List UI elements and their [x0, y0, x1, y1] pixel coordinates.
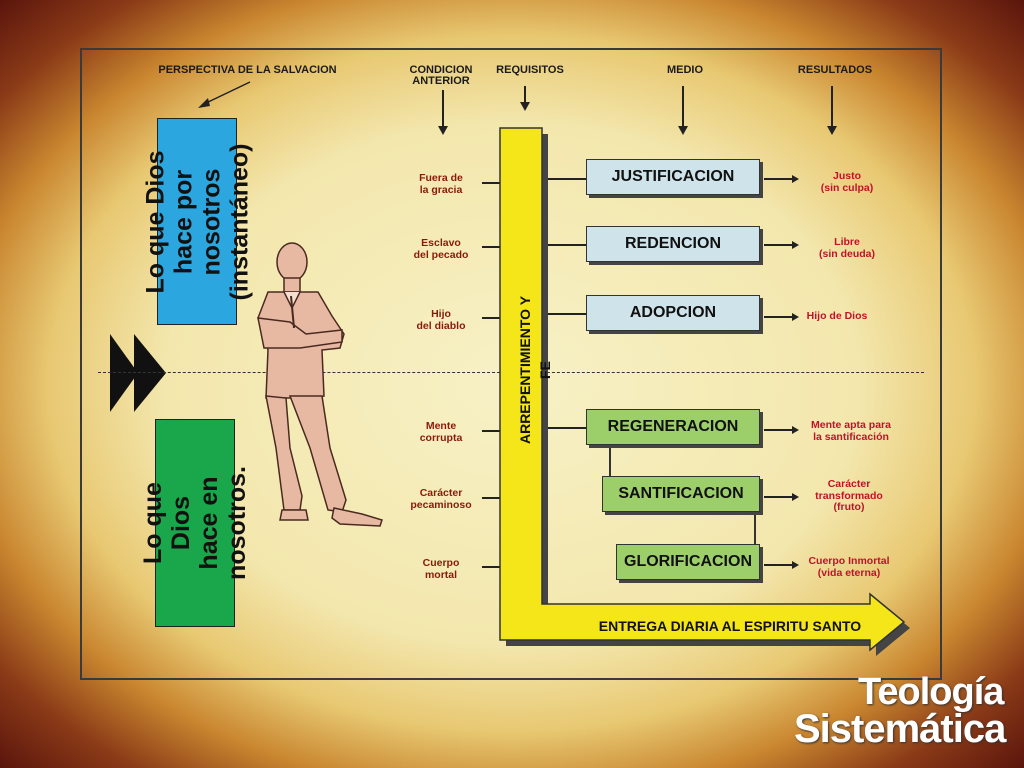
header-requirements: REQUISITOS: [496, 64, 564, 76]
daily-surrender-label: ENTREGA DIARIA AL ESPIRITU SANTO: [598, 618, 862, 634]
means-box: SANTIFICACION: [602, 476, 760, 512]
result-item: Cuerpo Inmortal (vida eterna): [808, 555, 890, 579]
requirements-arrow-icon: [520, 102, 530, 111]
means-box: ADOPCION: [586, 295, 760, 331]
condition-arrow-line: [442, 90, 444, 126]
condition-item: Esclavo del pecado: [413, 237, 469, 261]
means-arrow-line: [682, 86, 684, 126]
results-arrow-line: [831, 86, 833, 126]
perspective-in-us-box: Lo que Dios hace en nosotros.: [139, 419, 251, 627]
means-arrow-icon: [678, 126, 688, 135]
double-chevron-icon: [110, 334, 166, 412]
requirements-l-arrow: [499, 127, 910, 656]
means-box: JUSTIFICACION: [586, 159, 760, 195]
condition-item: Carácter pecaminoso: [410, 487, 472, 511]
means-box: REGENERACION: [586, 409, 760, 445]
header-results: RESULTADOS: [797, 64, 873, 76]
result-arrow-line: [764, 244, 794, 246]
diagram-frame: [80, 48, 942, 680]
means-connector: [548, 244, 586, 246]
condition-connector: [482, 566, 502, 568]
result-item: Hijo de Dios: [806, 310, 868, 322]
result-arrow-icon: [792, 175, 799, 183]
result-arrow-line: [764, 178, 794, 180]
result-arrow-line: [764, 316, 794, 318]
condition-item: Mente corrupta: [419, 420, 463, 444]
result-item: Justo (sin culpa): [820, 170, 874, 194]
condition-connector: [482, 430, 502, 432]
result-arrow-icon: [792, 313, 799, 321]
man-figure-icon: [257, 242, 383, 527]
requirements-arrow-line: [524, 86, 526, 102]
result-item: Carácter transformado (fruto): [815, 478, 883, 513]
santif-glorif-connector: [754, 512, 756, 544]
regen-santif-connector: [609, 445, 611, 495]
requirement-label: ARREPENTIMIENTO Y FE: [517, 295, 553, 445]
perspective-in-us-label: Lo que Dios hace en nosotros.: [139, 466, 251, 580]
result-arrow-icon: [792, 561, 799, 569]
result-item: Mente apta para la santificación: [811, 419, 891, 443]
condition-item: Fuera de la gracia: [419, 172, 463, 196]
perspective-arrow-icon: [198, 81, 251, 108]
condition-item: Cuerpo mortal: [422, 557, 460, 581]
means-box: GLORIFICACION: [616, 544, 760, 580]
result-arrow-icon: [792, 426, 799, 434]
condition-connector: [482, 317, 502, 319]
means-box: REDENCION: [586, 226, 760, 262]
result-item: Libre (sin deuda): [818, 236, 875, 260]
perspective-for-us-box: Lo que Dios hace por nosotros (instantán…: [141, 118, 253, 325]
header-perspective: PERSPECTIVA DE LA SALVACION: [158, 64, 337, 76]
result-arrow-icon: [792, 241, 799, 249]
result-arrow-icon: [792, 493, 799, 501]
condition-item: Hijo del diablo: [416, 308, 466, 332]
means-connector: [548, 427, 586, 429]
means-connector: [548, 313, 586, 315]
condition-connector: [482, 246, 502, 248]
perspective-for-us-label: Lo que Dios hace por nosotros (instantán…: [141, 143, 253, 300]
condition-connector: [482, 182, 502, 184]
logo-line-1: Teología: [858, 671, 1004, 713]
logo-line-2: Sistemática: [794, 707, 1006, 751]
results-arrow-icon: [827, 126, 837, 135]
result-arrow-line: [764, 429, 794, 431]
condition-arrow-icon: [438, 126, 448, 135]
header-prior-condition: CONDICION ANTERIOR: [409, 64, 473, 87]
header-means: MEDIO: [666, 64, 704, 76]
result-arrow-line: [764, 564, 794, 566]
means-connector: [548, 178, 586, 180]
condition-connector: [482, 497, 502, 499]
result-arrow-line: [764, 496, 794, 498]
